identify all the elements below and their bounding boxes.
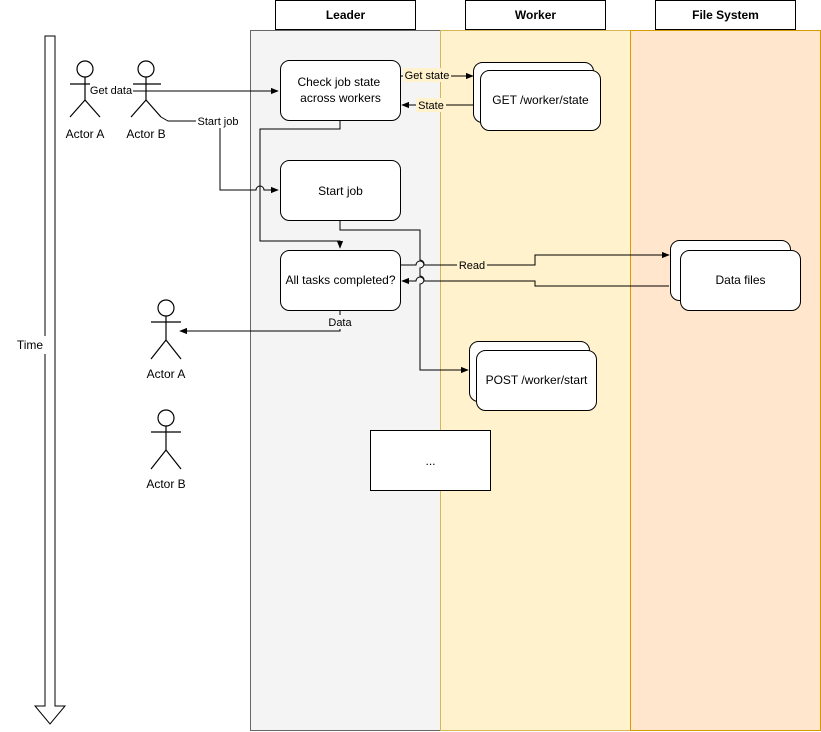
start-job-edge: [160, 116, 279, 194]
post-worker-start-label: POST /worker/start: [486, 373, 588, 387]
svg-text:Check job state across w: Check job state across workers: [297, 75, 383, 105]
check-job-state-line-2: across workers: [300, 91, 381, 105]
start-job-box-label: Start job: [318, 184, 363, 198]
get-state-label: Get state: [405, 70, 450, 82]
file-system-header-label: File System: [692, 8, 759, 22]
actor-a-bottom: [150, 299, 182, 360]
all-tasks-completed-box: All tasks completed?: [280, 250, 401, 311]
actor-b-top-label: Actor B: [126, 127, 165, 141]
post-worker-start-box: POST /worker/start: [469, 341, 597, 411]
actor-a-top-label: Actor A: [66, 127, 105, 141]
leader-header-label: Leader: [326, 8, 366, 22]
file-system-lane: [630, 30, 821, 731]
data-label: Data: [328, 317, 352, 329]
actor-b-top: [130, 60, 162, 118]
state-label: State: [418, 100, 444, 112]
leader-header: Leader: [275, 0, 416, 30]
file-system-header: File System: [655, 0, 796, 30]
time-label: Time: [17, 338, 44, 352]
all-tasks-completed-label: All tasks completed?: [285, 273, 395, 287]
get-worker-state-box: GET /worker/state: [473, 62, 601, 131]
worker-header-label: Worker: [515, 8, 556, 22]
leader-lane: [250, 30, 441, 731]
actor-b-bottom-label: Actor B: [146, 477, 185, 491]
check-job-state-line-1: Check job state: [297, 75, 380, 89]
data-files-box: Data files: [670, 240, 801, 311]
ellipsis-label: ...: [425, 454, 435, 468]
start-job-box: Start job: [280, 160, 401, 221]
start-job-label: Start job: [198, 116, 239, 128]
data-files-return-edge: [401, 276, 669, 287]
check-to-completed-edge: [259, 121, 344, 249]
get-data-label: Get data: [90, 85, 133, 97]
start-to-post-edge: [339, 220, 469, 374]
check-job-state-box: Check job state across workers: [280, 60, 401, 121]
get-worker-state-label: GET /worker/state: [492, 93, 589, 107]
data-files-label: Data files: [715, 273, 765, 287]
ellipsis-box: ...: [370, 430, 491, 491]
read-edge: [400, 251, 670, 266]
actor-b-bottom: [150, 409, 182, 470]
actor-a-top: [69, 60, 101, 118]
read-label: Read: [459, 260, 485, 272]
actor-a-bottom-label: Actor A: [147, 367, 186, 381]
time-arrow: [33, 35, 67, 725]
worker-header: Worker: [465, 0, 606, 30]
